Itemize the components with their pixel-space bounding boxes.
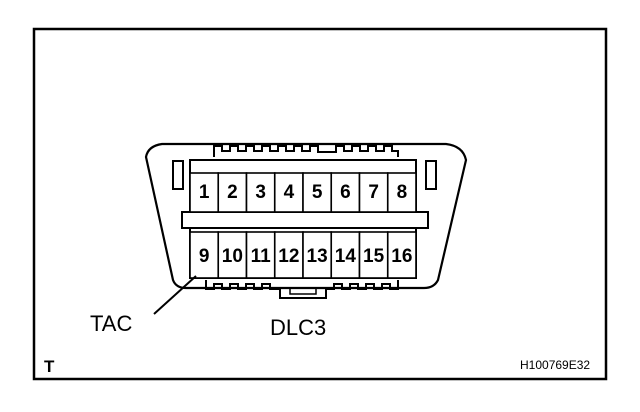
connector-name-label: DLC3 xyxy=(270,315,326,340)
pin-number-6: 6 xyxy=(340,182,351,203)
pin-number-13: 13 xyxy=(307,246,328,267)
pin-number-7: 7 xyxy=(368,182,379,203)
pin-number-5: 5 xyxy=(312,182,323,203)
pin-cavity-14 xyxy=(330,231,361,279)
corner-letter: T xyxy=(44,357,55,376)
pin-number-9: 9 xyxy=(199,246,210,267)
pin-number-12: 12 xyxy=(278,246,299,267)
pin-cavity-11 xyxy=(245,231,276,279)
bottom-pin-row: 9 10 11 12 13 14 15 16 xyxy=(189,231,417,279)
pin-number-3: 3 xyxy=(255,182,266,203)
pin-cavity-2 xyxy=(217,172,248,213)
pin-number-2: 2 xyxy=(227,182,238,203)
pin-number-14: 14 xyxy=(335,246,357,267)
bottom-key-notch xyxy=(289,289,317,295)
right-guide-slot xyxy=(425,160,437,190)
pin-cavity-10 xyxy=(217,231,248,279)
pin-cavity-9 xyxy=(189,231,220,279)
pin-cavity-13 xyxy=(302,231,333,279)
top-latch-teeth xyxy=(213,145,399,157)
pin-number-15: 15 xyxy=(363,246,385,267)
pin-cavity-8 xyxy=(386,172,417,213)
figure-border xyxy=(32,27,608,381)
pin-cavity-5 xyxy=(302,172,333,213)
pin-cavity-7 xyxy=(358,172,389,213)
pin-cavity-1 xyxy=(189,172,220,213)
terminal-callout-label: TAC xyxy=(90,311,132,336)
center-separator-bar xyxy=(181,211,429,229)
pin-number-1: 1 xyxy=(199,182,210,203)
connector-body xyxy=(144,142,468,290)
pin-cavity-16 xyxy=(386,231,417,279)
tac-leader-line xyxy=(153,275,197,315)
pin-number-16: 16 xyxy=(391,246,412,267)
bottom-latch-teeth xyxy=(205,280,399,299)
left-guide-slot xyxy=(172,160,184,190)
pin-number-11: 11 xyxy=(251,246,272,267)
pin-cavity-4 xyxy=(273,172,304,213)
pin-number-4: 4 xyxy=(284,182,295,203)
pin-number-8: 8 xyxy=(397,182,408,203)
pin-number-10: 10 xyxy=(222,246,243,267)
pin-cavity-15 xyxy=(358,231,389,279)
figure-code: H100769E32 xyxy=(520,358,590,372)
